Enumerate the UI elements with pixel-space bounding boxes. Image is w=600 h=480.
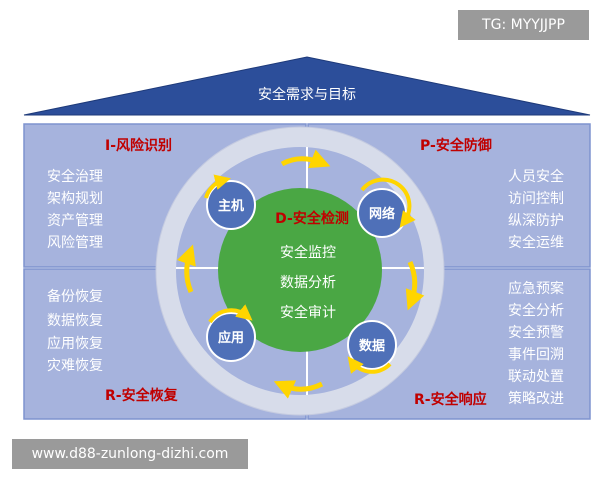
- ring-node-host-label: 主机: [218, 198, 244, 214]
- center-circle: [218, 188, 382, 352]
- node-arc-data: [347, 356, 392, 374]
- ring-node-app: [206, 312, 256, 362]
- recover-item: 灾难恢复: [47, 357, 103, 374]
- cycle-arrow-top: [280, 149, 331, 169]
- protect-item: 人员安全: [508, 168, 564, 185]
- recover-item: 应用恢复: [47, 335, 103, 352]
- node-arc-app: [208, 304, 253, 324]
- watermark-top: TG: MYYJJPP: [458, 10, 589, 40]
- respond-item: 安全预警: [508, 324, 564, 341]
- identify-item: 安全治理: [47, 168, 103, 185]
- node-arc-host: [204, 174, 231, 199]
- recover-item: 数据恢复: [47, 312, 103, 329]
- respond-title: R-安全响应: [414, 391, 487, 408]
- identify-item: 风险管理: [47, 235, 103, 251]
- protect-item: 纵深防护: [508, 213, 564, 229]
- cycle-arrow-left: [176, 244, 196, 293]
- ring-node-network-label: 网络: [369, 206, 395, 222]
- protect-item: 安全运维: [508, 234, 564, 251]
- roof: [23, 56, 591, 116]
- ring-node-data-label: 数据: [359, 338, 385, 354]
- respond-item: 联动处置: [508, 369, 564, 385]
- watermark-bottom: www.d88-zunlong-dizhi.com: [12, 439, 248, 469]
- center-title: D-安全检测: [275, 210, 349, 227]
- identify-title: I-风险识别: [105, 137, 172, 154]
- ring-node-app-label: 应用: [218, 330, 244, 346]
- respond-item: 安全分析: [508, 302, 564, 319]
- protect-item: 访问控制: [508, 191, 564, 207]
- recover-title: R-安全恢复: [105, 387, 179, 404]
- recover-item: 备份恢复: [47, 288, 103, 305]
- cycle-arrow-right: [405, 260, 425, 311]
- center-item: 安全监控: [280, 244, 336, 261]
- respond-item: 策略改进: [508, 390, 564, 407]
- protect-title: P-安全防御: [420, 137, 492, 154]
- center-item: 数据分析: [280, 275, 336, 291]
- ring-node-host: [206, 180, 256, 230]
- identify-item: 架构规划: [47, 191, 103, 207]
- node-arc-network: [360, 177, 416, 228]
- cycle-arrow-bottom: [273, 380, 324, 399]
- roof-title: 安全需求与目标: [258, 86, 356, 103]
- respond-item: 应急预案: [508, 280, 564, 297]
- respond-item: 事件回溯: [508, 347, 564, 363]
- center-item: 安全审计: [280, 304, 336, 321]
- identify-item: 资产管理: [47, 213, 103, 229]
